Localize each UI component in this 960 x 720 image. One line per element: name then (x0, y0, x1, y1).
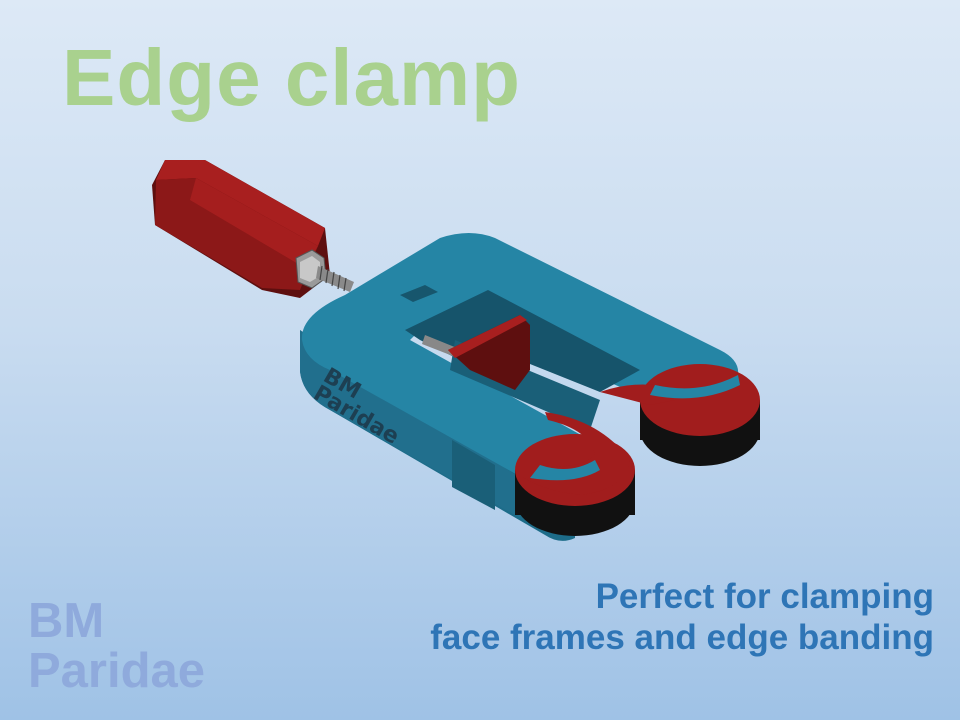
tagline: Perfect for clamping face frames and edg… (430, 576, 934, 658)
brand-logo: BM Paridae (28, 596, 205, 696)
brand-line-1: BM (28, 594, 105, 648)
threaded-rod-icon (316, 265, 354, 292)
tagline-line-2: face frames and edge banding (430, 618, 934, 657)
tagline-line-1: Perfect for clamping (595, 577, 934, 616)
left-roller-icon (515, 412, 635, 536)
right-roller-icon (600, 364, 760, 466)
handle-icon (152, 160, 330, 298)
pressure-pad-icon (422, 315, 530, 390)
brand-line-2: Paridae (28, 644, 206, 698)
page-title: Edge clamp (62, 33, 522, 122)
